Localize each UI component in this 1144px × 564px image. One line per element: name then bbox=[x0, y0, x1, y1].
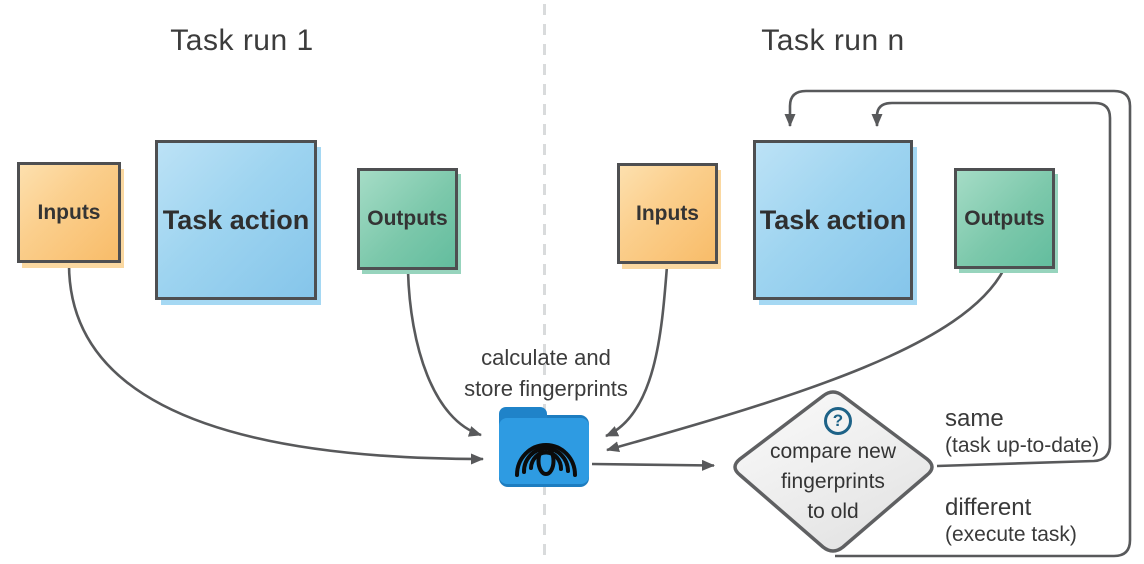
outputs-box-left: Outputs bbox=[357, 168, 458, 270]
outputs-label-left: Outputs bbox=[367, 207, 448, 230]
decision-text: compare new fingerprints to old bbox=[733, 437, 933, 527]
task-action-box-left: Task action bbox=[155, 140, 317, 300]
loop-same-to-task-action bbox=[871, 101, 1112, 468]
decision-text-line3: to old bbox=[807, 500, 859, 523]
arrow-left-outputs-to-store bbox=[406, 270, 482, 437]
folder-fingerprint-icon bbox=[497, 405, 591, 489]
folder-fingerprint-svg bbox=[499, 407, 589, 487]
arrow-store-to-decision bbox=[591, 459, 715, 471]
outcome-different-detail: (execute task) bbox=[945, 523, 1077, 546]
loop-different-to-task-action bbox=[784, 89, 1132, 558]
fingerprint-caption-line1: calculate and bbox=[481, 345, 611, 370]
outcome-different: different (execute task) bbox=[945, 494, 1077, 548]
inputs-label-left: Inputs bbox=[37, 200, 101, 224]
arrow-left-inputs-to-store bbox=[67, 263, 484, 465]
run-title-left: Task run 1 bbox=[170, 24, 314, 57]
outcome-different-label: different bbox=[945, 494, 1032, 521]
run-title-right: Task run n bbox=[761, 24, 905, 57]
arrow-right-inputs-to-store bbox=[605, 265, 669, 438]
inputs-box-left: Inputs bbox=[17, 162, 121, 263]
outputs-box-right: Outputs bbox=[954, 168, 1055, 269]
outcome-same-label: same bbox=[945, 405, 1004, 432]
outputs-label-right: Outputs bbox=[964, 206, 1045, 230]
question-mark-glyph: ? bbox=[832, 411, 844, 430]
inputs-box-right: Inputs bbox=[617, 163, 718, 264]
task-action-box-right: Task action bbox=[753, 140, 913, 300]
outcome-same-detail: (task up-to-date) bbox=[945, 434, 1100, 457]
question-mark-icon: ? bbox=[824, 407, 852, 435]
outcome-same: same (task up-to-date) bbox=[945, 405, 1099, 459]
decision-text-line1: compare new bbox=[769, 440, 897, 463]
fingerprint-glyph bbox=[515, 443, 577, 477]
decision-diamond bbox=[733, 390, 934, 553]
fingerprint-caption: calculate and store fingerprints bbox=[416, 342, 676, 404]
decision-text-line2: fingerprints bbox=[781, 470, 885, 493]
task-action-label-right: Task action bbox=[759, 204, 907, 235]
arrow-right-outputs-to-store bbox=[606, 268, 1006, 453]
fingerprint-caption-line2: store fingerprints bbox=[464, 376, 628, 401]
inputs-label-right: Inputs bbox=[636, 201, 699, 225]
task-action-label-left: Task action bbox=[162, 204, 310, 235]
